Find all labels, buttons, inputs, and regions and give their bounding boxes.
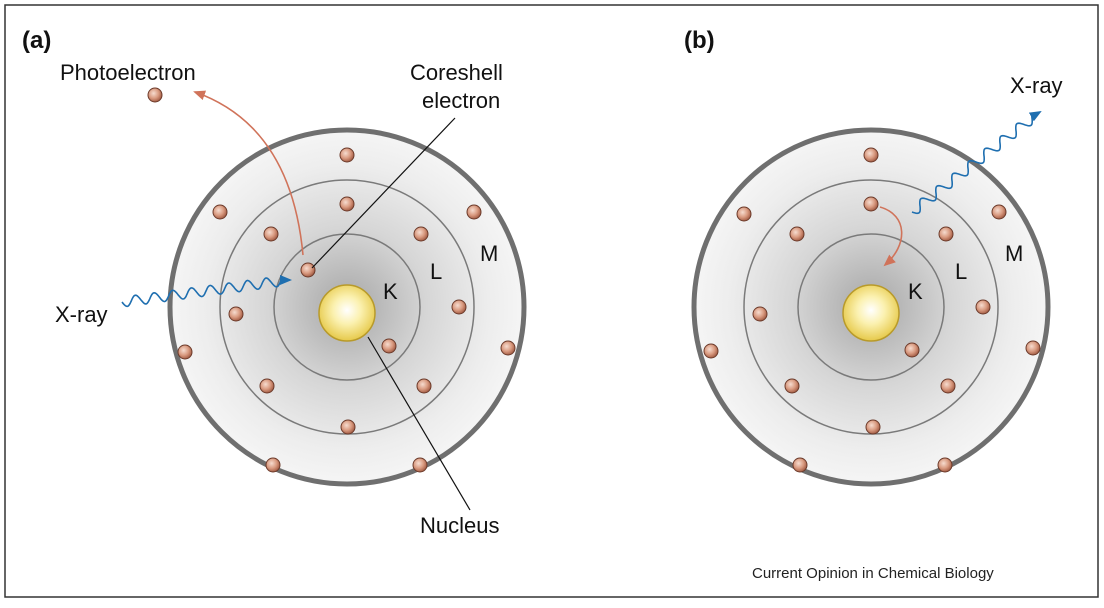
electron-m-shell — [339, 147, 355, 163]
xray-emitted-wave — [911, 111, 1042, 215]
electron-m-shell — [466, 204, 482, 220]
electron-l-shell — [784, 378, 800, 394]
panel-b: (b) X-ray K L M — [684, 27, 1063, 487]
panel-a-label: (a) — [22, 27, 51, 54]
electron-m-shell — [937, 457, 953, 473]
electron-l-shell — [940, 378, 956, 394]
nucleus-b — [842, 284, 900, 342]
electron-l-shell — [413, 226, 429, 242]
electron-l-shell — [789, 226, 805, 242]
electron-l-shell — [863, 196, 879, 212]
electron-transition-arrow — [879, 206, 903, 267]
electron-m-shell — [412, 457, 428, 473]
photoelectron-ejection-arrow — [193, 90, 304, 256]
electron-l-shell — [228, 306, 244, 322]
electron-m-shell — [212, 204, 228, 220]
nucleus-label: Nucleus — [420, 513, 499, 538]
shell-m-label-a: M — [480, 241, 498, 266]
credit-text: Current Opinion in Chemical Biology — [752, 565, 994, 582]
electron-l-shell — [416, 378, 432, 394]
photoelectron — [147, 87, 163, 103]
shell-k-boundary-a — [273, 233, 421, 381]
xray-label-a: X-ray — [55, 302, 108, 327]
electron-m-shell — [863, 147, 879, 163]
nucleus-a — [318, 284, 376, 342]
electron-l-shell — [259, 378, 275, 394]
electrons-a — [177, 147, 516, 473]
nucleus-leader-line — [367, 336, 471, 511]
electron-m-shell — [792, 457, 808, 473]
shell-k-boundary-b — [797, 233, 945, 381]
electron-m-shell — [736, 206, 752, 222]
electron-k-shell — [904, 342, 920, 358]
electron-l-shell — [451, 299, 467, 315]
xray-label-b: X-ray — [1010, 73, 1063, 98]
shell-l-label-a: L — [430, 259, 442, 284]
electron-k-shell — [300, 262, 316, 278]
electron-l-shell — [938, 226, 954, 242]
electron-m-shell — [177, 344, 193, 360]
coreshell-label-line1: Coreshell — [410, 60, 503, 85]
electrons-b — [703, 147, 1041, 473]
photoelectron-label: Photoelectron — [60, 60, 196, 85]
shell-l-label-b: L — [955, 259, 967, 284]
electron-l-shell — [865, 419, 881, 435]
coreshell-label-line2: electron — [422, 88, 500, 113]
panel-a: (a) Photoelectron Coreshell electron X-r… — [22, 27, 527, 538]
electron-k-shell — [381, 338, 397, 354]
electron-m-shell — [703, 343, 719, 359]
electron-m-shell — [265, 457, 281, 473]
electron-m-shell — [500, 340, 516, 356]
electron-l-shell — [975, 299, 991, 315]
coreshell-leader-line — [311, 117, 456, 269]
electron-l-shell — [340, 419, 356, 435]
electron-l-shell — [339, 196, 355, 212]
panel-b-label: (b) — [684, 27, 715, 54]
shell-k-label-a: K — [383, 279, 398, 304]
electron-l-shell — [752, 306, 768, 322]
electron-m-shell — [1025, 340, 1041, 356]
shell-m-label-b: M — [1005, 241, 1023, 266]
xray-incoming-wave — [121, 275, 292, 308]
electron-l-shell — [263, 226, 279, 242]
electron-m-shell — [991, 204, 1007, 220]
shell-k-label-b: K — [908, 279, 923, 304]
